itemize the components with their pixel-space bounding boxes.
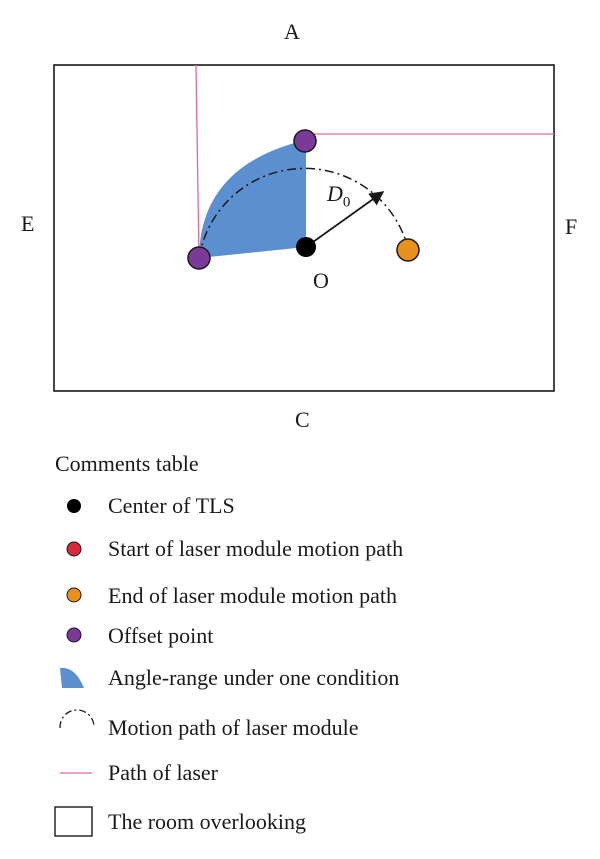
legend-start-symbol bbox=[66, 541, 82, 557]
room-outline bbox=[53, 64, 555, 392]
legend-center-symbol bbox=[67, 499, 81, 513]
legend-room-text: The room overlooking bbox=[108, 809, 306, 834]
legend-motion-path-text: Motion path of laser module bbox=[108, 715, 359, 740]
angle-range-sector bbox=[199, 140, 306, 258]
legend-offset-text: Offset point bbox=[108, 623, 214, 648]
motion-path-arc bbox=[198, 167, 409, 259]
legend-angle-range-symbol bbox=[60, 667, 84, 688]
label-top: A bbox=[284, 19, 300, 44]
legend-end-symbol bbox=[66, 587, 82, 603]
legend-end-text: End of laser module motion path bbox=[108, 583, 397, 608]
label-bottom: C bbox=[295, 407, 310, 432]
radius-symbol: D bbox=[327, 181, 343, 206]
label-center: O bbox=[313, 268, 329, 293]
legend-angle-range-text: Angle-range under one condition bbox=[108, 665, 400, 690]
comments-title: Comments table bbox=[55, 451, 199, 476]
legend-motion-path-symbol bbox=[59, 709, 95, 729]
end-point bbox=[396, 238, 420, 262]
label-left: E bbox=[21, 211, 35, 236]
legend-room-symbol bbox=[54, 806, 93, 837]
label-right: F bbox=[565, 214, 578, 239]
radius-subscript: 0 bbox=[342, 194, 351, 211]
offset-point-top bbox=[293, 129, 317, 153]
center-point bbox=[296, 237, 316, 257]
legend-offset-symbol bbox=[66, 627, 82, 643]
radius-arrow bbox=[305, 191, 385, 248]
laser-path-vertical bbox=[195, 64, 200, 259]
legend-start-text: Start of laser module motion path bbox=[108, 536, 404, 561]
label-radius: D0 bbox=[327, 183, 350, 210]
legend-center-text: Center of TLS bbox=[108, 493, 235, 518]
offset-point-left bbox=[187, 246, 211, 270]
legend-laser-path-text: Path of laser bbox=[108, 760, 218, 785]
